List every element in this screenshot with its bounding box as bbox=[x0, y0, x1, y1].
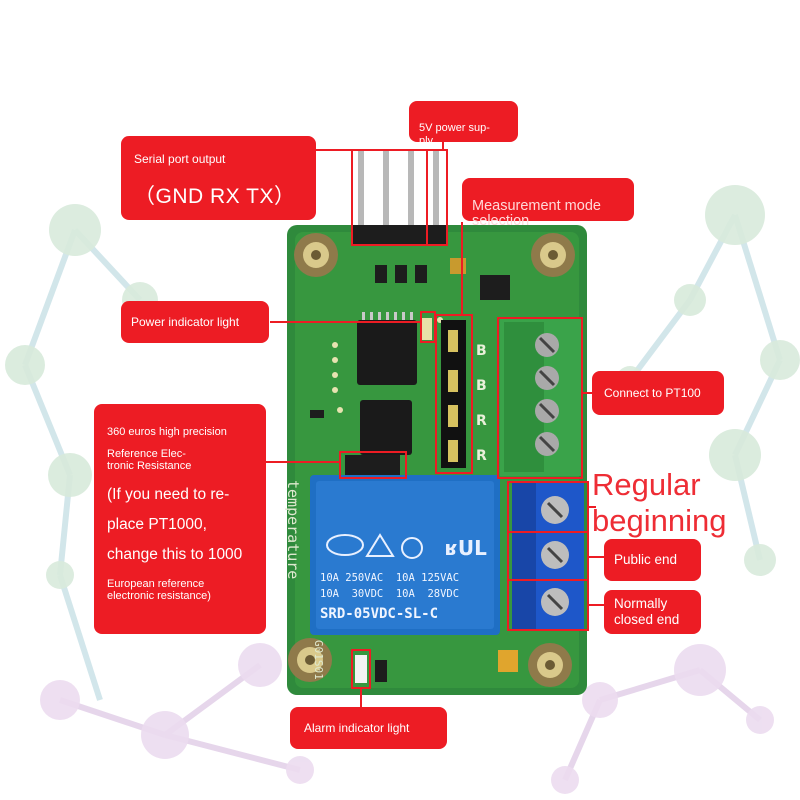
label-pt100: Connect to PT100 bbox=[592, 371, 724, 415]
resistance-line7: European reference bbox=[107, 578, 205, 590]
serial-port-pins: （GND RX TX） bbox=[134, 185, 296, 208]
nc-line1: Normally bbox=[614, 596, 668, 611]
label-reference-resistance: 360 euros high precision Reference Elec-… bbox=[94, 404, 266, 634]
power-indicator-text: Power indicator light bbox=[131, 315, 240, 329]
resistance-line8: electronic resistance) bbox=[107, 590, 211, 602]
resistance-line6: change this to 1000 bbox=[107, 546, 243, 563]
relay-model: SRD-05VDC-SL-C bbox=[320, 606, 439, 622]
nc-line2: closed end bbox=[614, 612, 680, 627]
serial-port-title: Serial port output bbox=[134, 152, 226, 166]
svg-text:B: B bbox=[476, 343, 487, 359]
svg-text:ʁUL: ʁUL bbox=[445, 536, 487, 560]
svg-text:R: R bbox=[476, 448, 487, 464]
alarm-indicator-text: Alarm indicator light bbox=[304, 721, 410, 735]
silk-board-id: G01S01 bbox=[312, 640, 325, 680]
label-alarm-indicator: Alarm indicator light bbox=[290, 707, 447, 749]
resistance-line4: (If you need to re- bbox=[107, 486, 230, 503]
label-power-indicator: Power indicator light bbox=[121, 301, 269, 343]
resistance-line2: Reference Elec- bbox=[107, 448, 186, 460]
5v-power-text: 5V power sup- ply bbox=[419, 122, 490, 147]
silk-temperature: temperature bbox=[284, 480, 302, 580]
public-end-text: Public end bbox=[614, 552, 678, 567]
mount-screw bbox=[294, 233, 338, 277]
label-5v-power: 5V power sup- ply bbox=[409, 101, 518, 147]
label-normally-closed: Normally closed end bbox=[604, 590, 701, 634]
regular-line2: beginning bbox=[592, 503, 727, 538]
svg-text:R: R bbox=[476, 413, 487, 429]
resistance-line5: place PT1000, bbox=[107, 516, 207, 533]
resistance-line1: 360 euros high precision bbox=[107, 426, 227, 438]
label-public-end: Public end bbox=[604, 539, 701, 581]
relay-rating-row1: 10A 250VAC 10A 125VAC bbox=[320, 572, 460, 584]
resistance-line3: tronic Resistance bbox=[107, 460, 192, 472]
label-measurement-mode: Measurement mode selection bbox=[462, 178, 634, 229]
regular-beginning-text: Regular beginning bbox=[592, 467, 726, 539]
svg-text:B: B bbox=[476, 378, 487, 394]
regular-line1: Regular bbox=[592, 467, 701, 502]
label-serial-port: Serial port output （GND RX TX） bbox=[121, 136, 316, 220]
pt100-text: Connect to PT100 bbox=[604, 386, 701, 400]
measurement-mode-text: Measurement mode selection bbox=[472, 198, 601, 229]
relay-rating-row2: 10A 30VDC 10A 28VDC bbox=[320, 588, 460, 600]
